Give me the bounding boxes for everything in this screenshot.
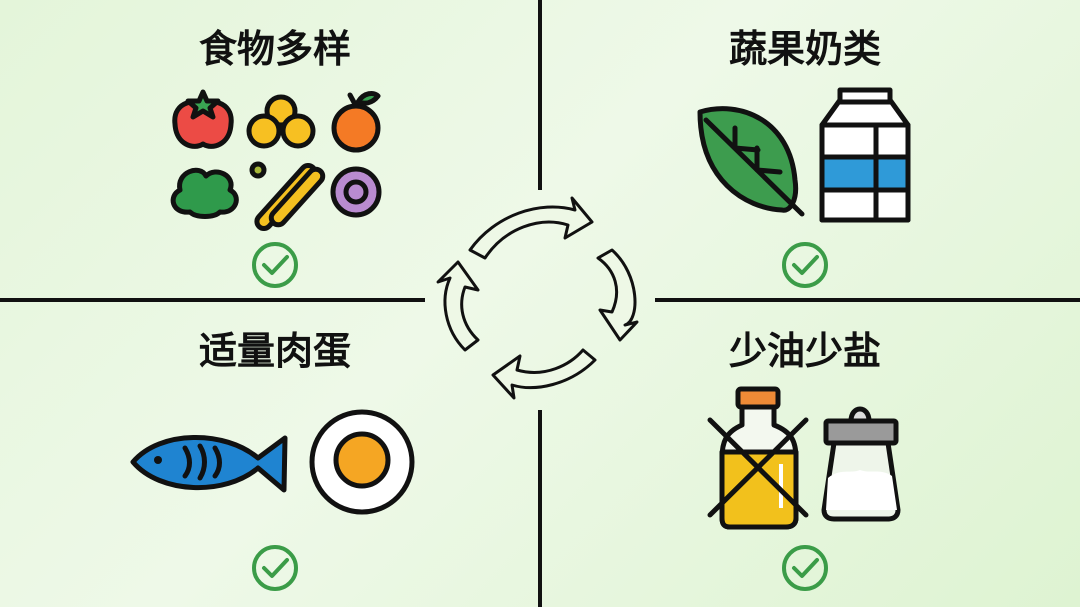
cycle-arrows-icon bbox=[436, 196, 639, 400]
check-icon bbox=[782, 242, 828, 288]
crossed-oil-bottle-and-salt-shaker-icon bbox=[707, 386, 901, 530]
tomato-icon bbox=[172, 89, 234, 149]
onion-slice-icon bbox=[330, 166, 382, 218]
beans-icon bbox=[249, 161, 326, 232]
fried-egg-icon bbox=[309, 409, 415, 515]
salt-shaker-icon bbox=[821, 406, 901, 522]
oil-bottle-icon bbox=[707, 386, 809, 530]
title-moderate-meat-egg: 适量肉蛋 bbox=[199, 329, 351, 373]
broccoli-icon bbox=[170, 167, 239, 219]
check-icon bbox=[252, 545, 298, 591]
title-less-oil-salt: 少油少盐 bbox=[729, 329, 881, 373]
orange-icon bbox=[331, 91, 381, 153]
title-veg-fruit-dairy: 蔬果奶类 bbox=[729, 27, 881, 71]
yellow-berries-icon bbox=[246, 94, 316, 149]
leaf-and-milk-carton-icon bbox=[697, 87, 911, 223]
fish-and-egg-icon bbox=[130, 409, 415, 515]
fruits-vegetables-grid-icon bbox=[170, 89, 382, 232]
check-icon bbox=[252, 242, 298, 288]
milk-carton-icon bbox=[819, 87, 911, 223]
leaf-icon bbox=[697, 106, 805, 217]
fish-icon bbox=[130, 435, 288, 493]
title-diverse-foods: 食物多样 bbox=[199, 27, 351, 71]
check-icon bbox=[782, 545, 828, 591]
